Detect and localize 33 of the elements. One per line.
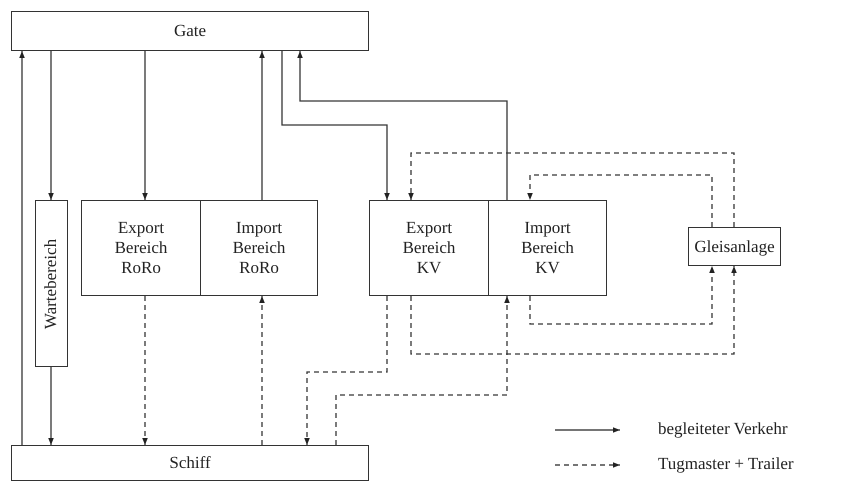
arrow: [408, 152, 735, 227]
arrow: [259, 296, 265, 445]
arrow: [142, 51, 148, 200]
area-box: [200, 200, 318, 296]
node-label: Export Bereich RoRo: [114, 218, 168, 278]
legend-label: begleiteter Verkehr: [658, 419, 788, 439]
arrow: [304, 296, 388, 445]
node-label: Import Bereich KV: [521, 218, 574, 278]
arrow: [259, 51, 265, 200]
gate-box: [11, 11, 369, 51]
node-label: Import Bereich RoRo: [232, 218, 286, 278]
legend-label: Tugmaster + Trailer: [658, 454, 794, 474]
rail-yard-box: [688, 227, 781, 266]
arrow: [19, 51, 25, 445]
arrow: [297, 51, 508, 200]
node-label: Wartebereich: [42, 238, 62, 329]
arrow: [335, 296, 510, 445]
area-box: [369, 200, 489, 296]
area-box: [488, 200, 607, 296]
node-label: Export Bereich KV: [402, 218, 456, 278]
node-label: Schiff: [169, 453, 211, 473]
arrow: [48, 51, 54, 200]
arrow: [410, 266, 737, 355]
area-box: [81, 200, 201, 296]
arrow: [281, 51, 390, 200]
arrow: [529, 266, 715, 325]
waiting-area-box: [35, 200, 68, 367]
arrow: [48, 367, 54, 445]
node-label: Gate: [174, 21, 206, 41]
ship-box: [11, 445, 369, 481]
arrow: [527, 174, 713, 227]
arrow: [142, 296, 148, 445]
node-label: Gleisanlage: [694, 236, 775, 256]
